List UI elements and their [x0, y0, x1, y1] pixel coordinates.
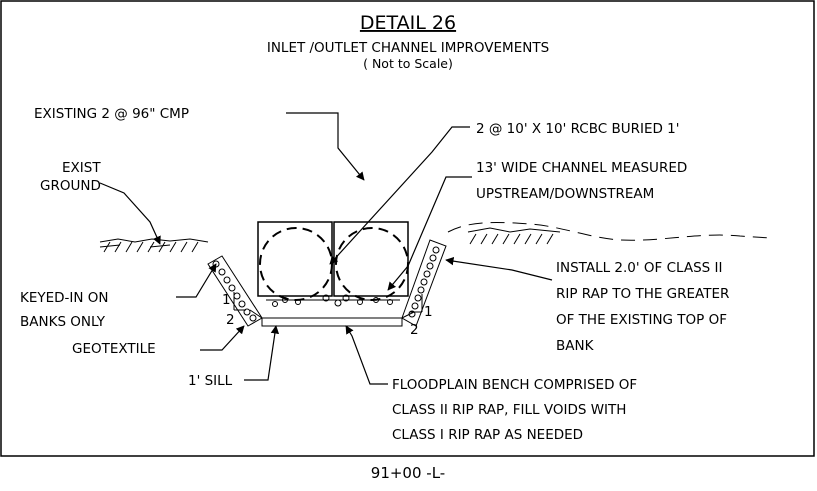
riprap-left-bank [207, 255, 263, 327]
slope-left-run: 2 [226, 312, 235, 328]
callout-install-1: INSTALL 2.0' OF CLASS II [556, 260, 722, 276]
callout-floodplain-3: CLASS I RIP RAP AS NEEDED [392, 427, 583, 443]
callout-sill: 1' SILL [188, 373, 233, 389]
rcbc-left-barrel [257, 221, 333, 297]
callout-existing-cmp: EXISTING 2 @ 96" CMP [34, 106, 189, 122]
callout-keyed-in-2: BANKS ONLY [20, 314, 106, 330]
riprap-right-bank [401, 239, 447, 327]
callout-floodplain-2: CLASS II RIP RAP, FILL VOIDS WITH [392, 402, 626, 418]
callout-exist-ground-1: EXIST [62, 160, 101, 176]
callout-floodplain-1: FLOODPLAIN BENCH COMPRISED OF [392, 377, 637, 393]
callout-install-3: OF THE EXISTING TOP OF [556, 312, 727, 328]
detail-subtitle: INLET /OUTLET CHANNEL IMPROVEMENTS [267, 40, 549, 56]
existing-ground-right [447, 221, 771, 245]
existing-ground-left [99, 238, 209, 253]
cmp-right [335, 227, 409, 301]
station-label: 91+00 -L- [371, 464, 445, 482]
slope-right-rise: 1 [424, 304, 433, 320]
detail-title: DETAIL 26 [360, 12, 456, 34]
slope-left-rise: 1 [222, 292, 231, 308]
drawing-border [0, 0, 815, 457]
callout-install-4: BANK [556, 338, 595, 354]
scale-note: ( Not to Scale) [363, 56, 453, 71]
callout-keyed-in-1: KEYED-IN ON [20, 290, 109, 306]
callout-channel-width-1: 13' WIDE CHANNEL MEASURED [476, 160, 687, 176]
channel-bottom-riprap [249, 294, 415, 327]
rcbc-right-barrel [333, 221, 409, 297]
callout-install-2: RIP RAP TO THE GREATER [556, 286, 729, 302]
callout-exist-ground-2: GROUND [40, 178, 101, 194]
leaders [99, 112, 553, 385]
callout-geotextile: GEOTEXTILE [72, 341, 156, 357]
cmp-left [259, 227, 333, 301]
callout-rcbc: 2 @ 10' X 10' RCBC BURIED 1' [476, 121, 679, 137]
slope-right-run: 2 [410, 322, 419, 338]
callout-channel-width-2: UPSTREAM/DOWNSTREAM [476, 186, 654, 202]
slope-mark-right [410, 294, 423, 313]
slope-mark-left [233, 292, 246, 311]
